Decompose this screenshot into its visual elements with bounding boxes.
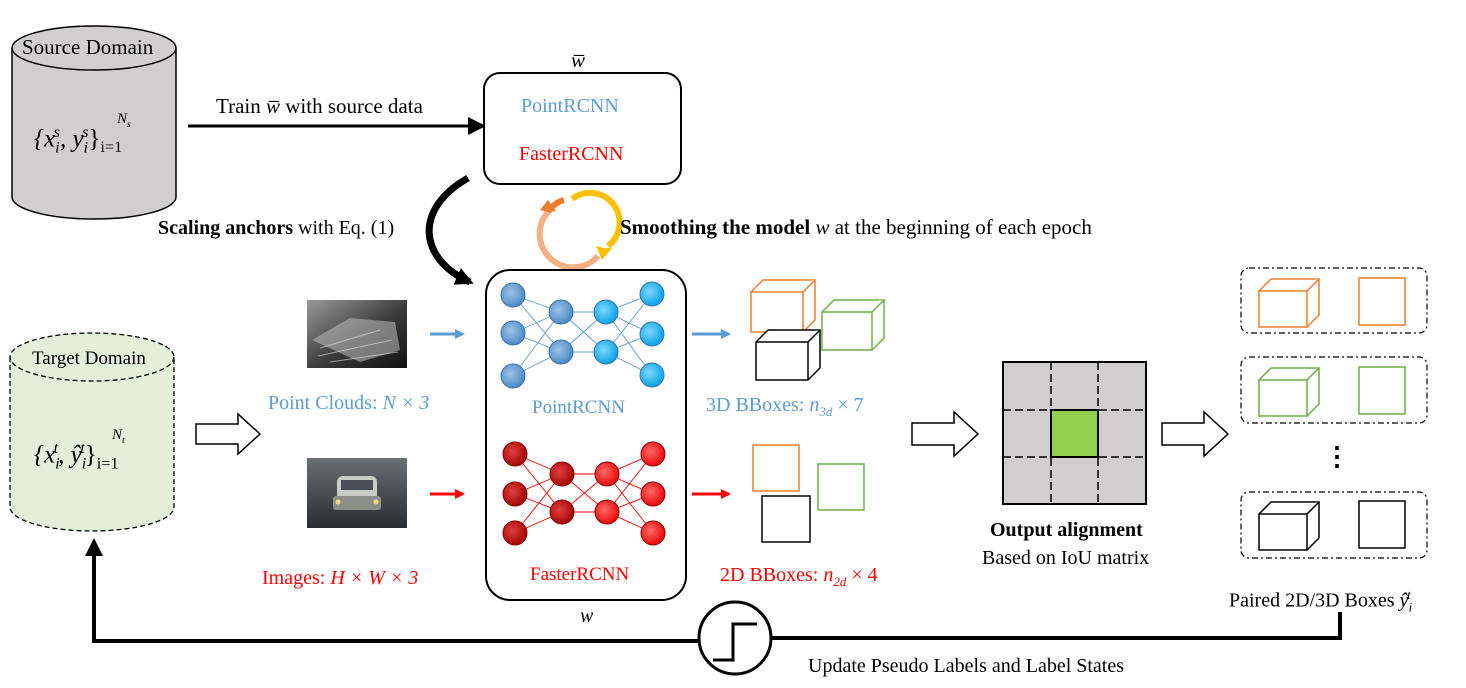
paired-box-panel-black: [1240, 491, 1428, 559]
paired-boxes-text: Paired 2D/3D Boxes: [1229, 589, 1400, 612]
source-set-comma: , y: [59, 125, 84, 153]
source-domain-title: Source Domain: [22, 35, 154, 59]
student-fasterrcnn-label: FasterRCNN: [530, 564, 630, 585]
target-set-i2: i: [81, 454, 87, 473]
2d-bboxes-prefix: 2D BBoxes:: [720, 564, 824, 586]
output-alignment-subtitle: Based on IoU matrix: [982, 547, 1150, 569]
pointrcnn-network: [512, 293, 653, 377]
source-set-s: s: [53, 123, 60, 141]
3d-bboxes-prefix: 3D BBoxes:: [706, 394, 810, 416]
target-domain-title: Target Domain: [32, 348, 146, 369]
block-arrow-align: [911, 410, 980, 458]
update-step-label: Update Pseudo Labels and Label States: [808, 655, 1125, 677]
smoothing-step-rest: at the beginning of each epoch: [829, 215, 1092, 239]
scaling-step-label: Scaling anchors with Eq. (1): [158, 218, 394, 238]
block-arrow-paired: [1161, 410, 1230, 458]
source-domain-cylinder: [11, 25, 177, 220]
target-domain-cylinder: [9, 332, 175, 532]
pretrained-fasterrcnn-label: FasterRCNN: [519, 143, 624, 165]
3d-bboxes-n: n: [809, 394, 820, 416]
train-step-suffix: with source data: [280, 94, 423, 118]
target-set-t2: t: [80, 439, 85, 457]
3d-bboxes-dims: × 7: [832, 394, 864, 416]
step-function-icon: [697, 600, 773, 676]
student-weight-symbol: w: [580, 605, 594, 627]
fasterrcnn-network: [514, 453, 654, 534]
source-set-i2: i: [83, 138, 89, 157]
block-arrow-target: [195, 412, 262, 456]
target-set-comma: , ŷ: [58, 441, 82, 469]
2d-bboxes-dims: × 4: [846, 564, 878, 586]
student-model-box: [485, 269, 687, 601]
paired-box-panel-green: [1240, 356, 1428, 424]
iou-matrix: [1002, 361, 1147, 505]
target-set-lower: i=1: [96, 454, 119, 473]
source-domain-set: {xis, yis}i=1: [34, 124, 122, 156]
fasterrcnn-nodes: [502, 441, 666, 546]
target-set-upper: Nt: [112, 428, 125, 446]
3d-bboxes-label: 3D BBoxes: n3d × 7: [706, 395, 864, 418]
smoothing-step-bold: Smoothing the model: [620, 215, 811, 239]
images-label: Images: H × W × 3: [262, 568, 418, 588]
source-set-s2: s: [82, 123, 89, 141]
paired-boxes-sup: t: [1407, 587, 1411, 602]
paired-boxes-sub: i: [1408, 599, 1413, 615]
paired-boxes-symbol: ŷ: [1399, 589, 1409, 612]
point-clouds-label: Point Clouds: N × 3: [268, 393, 429, 413]
2d-boxes-output: [752, 444, 865, 543]
3d-boxes-output: [750, 279, 885, 381]
source-set-open: {x: [34, 125, 56, 153]
feedback-loop-line: [94, 542, 1342, 643]
scaling-step-rest: with Eq. (1): [293, 217, 395, 239]
pretrained-pointrcnn-label: PointRCNN: [521, 95, 619, 117]
smoothing-cycle-icon: [536, 189, 623, 271]
paired-boxes-label: Paired 2D/3D Boxes ŷit: [1229, 587, 1413, 615]
source-set-close: }: [88, 125, 101, 153]
scaling-step-bold: Scaling anchors: [158, 217, 294, 239]
source-set-i: i: [55, 138, 60, 157]
target-set-upper-n: N: [112, 427, 123, 443]
target-set-close: }: [84, 441, 97, 469]
train-step-symbol: w̅: [266, 94, 281, 118]
images-dims: H × W × 3: [330, 567, 419, 589]
paired-ellipsis: ⋮: [1324, 442, 1350, 471]
paired-box-panel-orange: [1240, 267, 1428, 334]
3d-bboxes-sub: 3d: [819, 404, 833, 419]
source-set-upper-sub: s: [127, 119, 131, 130]
pointrcnn-nodes: [500, 281, 665, 389]
pretrained-weight-symbol: w̅: [571, 48, 586, 72]
student-pointrcnn-label: PointRCNN: [532, 397, 625, 418]
target-set-i: i: [55, 454, 60, 473]
train-step-label: Train w̅ with source data: [216, 96, 423, 117]
point-cloud-image: [307, 300, 407, 368]
point-clouds-dims: N × 3: [382, 392, 430, 414]
target-domain-set: {xit, ŷit}i=1: [34, 440, 119, 472]
smoothing-step-symbol: w: [815, 215, 830, 239]
2d-bboxes-n: n: [823, 564, 834, 586]
target-set-open: {x: [34, 441, 56, 469]
point-clouds-prefix: Point Clouds:: [268, 392, 383, 414]
source-set-lower: i=1: [100, 138, 123, 157]
iou-matrix-highlight: [1051, 410, 1098, 457]
source-set-upper: Ns: [117, 112, 131, 130]
target-set-t: t: [53, 439, 59, 457]
smoothing-step-label: Smoothing the model w at the beginning o…: [620, 217, 1092, 238]
output-alignment-title: Output alignment: [990, 519, 1143, 541]
images-prefix: Images:: [262, 567, 331, 589]
scaling-arrow: [425, 174, 474, 286]
2d-bboxes-label: 2D BBoxes: n2d × 4: [720, 565, 878, 588]
2d-bboxes-sub: 2d: [833, 574, 847, 589]
target-set-upper-sub: t: [122, 435, 125, 446]
pretrained-model-box: [483, 72, 682, 185]
train-step-prefix: Train: [216, 94, 266, 118]
camera-image: [307, 458, 407, 528]
source-set-upper-n: N: [117, 111, 128, 127]
